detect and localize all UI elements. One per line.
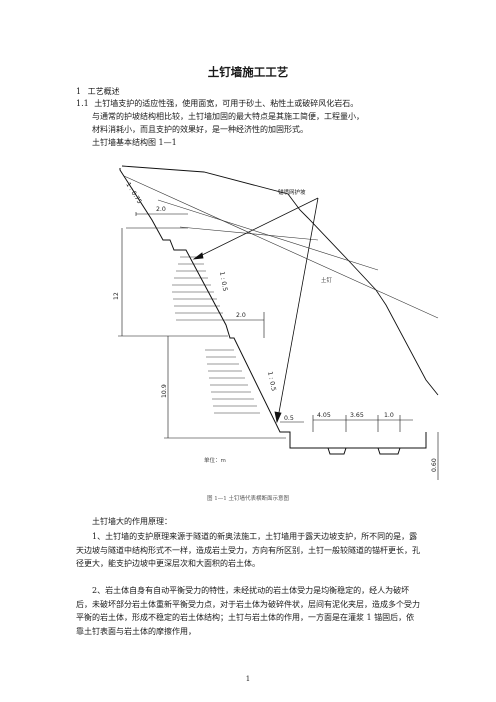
figure-reference: 土钉墙基本结构图 1—1 xyxy=(92,138,177,147)
slope-ratio-mid: 1 : 0.5 xyxy=(218,271,228,292)
slope-profile xyxy=(119,168,410,449)
shotcrete-label: 锚喷网护坡 xyxy=(278,188,306,196)
distance-1: 4.05 xyxy=(317,412,331,419)
shotcrete-arrows xyxy=(192,197,319,424)
ditch-depth: 0.60 xyxy=(431,458,438,472)
principle-heading: 土钉墙大的作用原理： xyxy=(92,517,172,526)
slope-ratio-top: 1 : 0.75 xyxy=(124,181,143,205)
figure-caption: 图 1—1 土钉墙代表横断面示意图 xyxy=(207,496,289,502)
slope-ratio-low: 1 : 0.5 xyxy=(266,371,277,392)
page-number: 1 xyxy=(245,675,251,683)
subsection-line-2: 与通常的护坡结构相比较，土钉墙加固的最大特点是其施工简便，工程量小， xyxy=(92,112,364,121)
soil-nail-wall-diagram: 1 : 0.75 1 : 0.5 1 : 0.5 2.0 2.0 12 10.9… xyxy=(113,165,439,480)
drain-ditch xyxy=(327,432,427,455)
distance-2: 3.65 xyxy=(350,412,364,419)
paragraph-1: 1、土钉墙的支护原理来源于隧道的新奥法施工，土钉墙用于露天边坡支护，所不同的是，… xyxy=(76,532,420,568)
distance-3: 1.0 xyxy=(384,412,394,419)
nail-label: 土钉 xyxy=(321,276,333,284)
bench-width-2: 2.0 xyxy=(236,312,246,319)
subsection-line-3: 材料消耗小，而且支护的效果好，是一种经济性的加固形式。 xyxy=(92,125,308,134)
natural-ground-line xyxy=(121,165,439,396)
section-title: 工艺概述 xyxy=(87,87,120,96)
section-number: 1 xyxy=(76,87,82,96)
height-dim-2: 10.9 xyxy=(161,384,168,398)
dimension-lines xyxy=(118,212,439,480)
section-heading: 1 工艺概述 xyxy=(76,86,120,98)
paragraph-2: 2、岩土体自身有自动平衡受力的特性，未经扰动的岩土体受力是均衡稳定的，经人为破坏… xyxy=(76,586,420,636)
document-title: 土钉墙施工工艺 xyxy=(207,65,289,79)
bench-width-1: 2.0 xyxy=(156,206,166,213)
unit-label: 单位：m xyxy=(204,456,226,464)
soil-nails xyxy=(123,175,439,319)
height-dim-1: 12 xyxy=(113,292,120,300)
subsection-text: 土钉墙支护的适应性强，使用面宽，可用于砂土、粘性土或破碎风化岩石。 xyxy=(94,99,359,108)
subsection-number: 1.1 xyxy=(76,99,89,108)
subsection-line-1: 1.1 土钉墙支护的适应性强，使用面宽，可用于砂土、粘性土或破碎风化岩石。 xyxy=(76,98,358,110)
nail-hatching xyxy=(172,256,260,414)
toe-width: 0.5 xyxy=(284,415,294,422)
